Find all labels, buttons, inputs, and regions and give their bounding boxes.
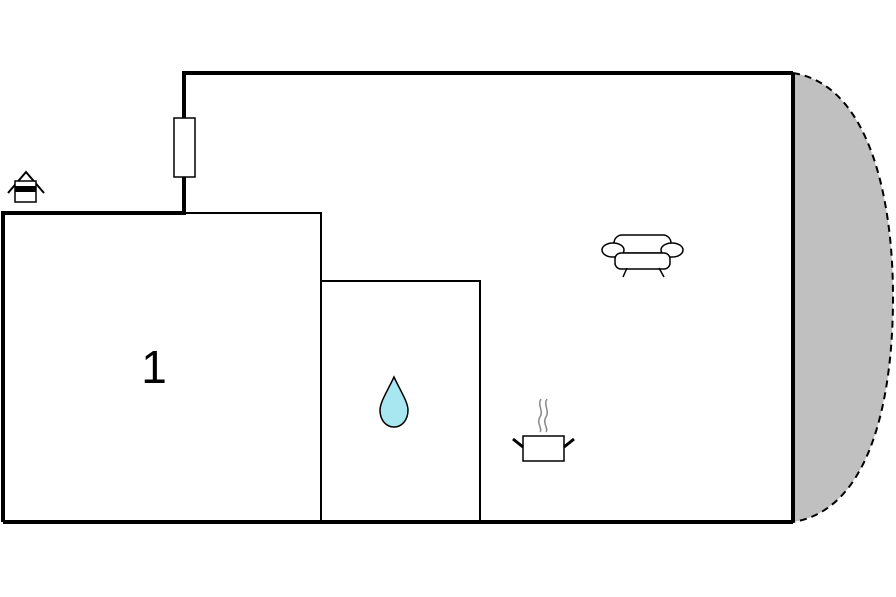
sofa-icon: [601, 234, 684, 278]
room-number-label: 1: [141, 341, 167, 393]
bathroom-wall: [321, 280, 481, 522]
house-entrance-icon: [7, 170, 45, 203]
water-drop-icon: [379, 375, 409, 428]
terrace-area: [792, 71, 895, 524]
outer-wall: [1, 71, 793, 522]
window: [173, 117, 196, 178]
cooking-pot-icon: [512, 398, 575, 462]
bedroom-wall: [184, 212, 322, 522]
